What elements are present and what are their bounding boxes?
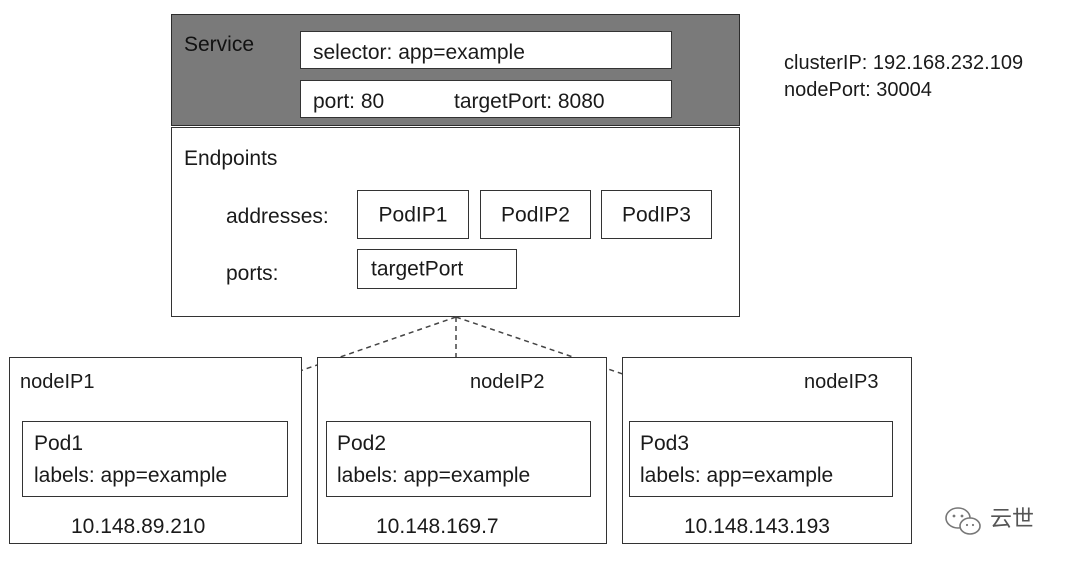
cluster-ip: clusterIP: 192.168.232.109: [784, 52, 1024, 74]
node-ip-2: 10.148.169.7: [376, 515, 499, 538]
ports-label: ports:: [226, 262, 279, 285]
target-port-value: targetPort: [371, 257, 464, 281]
port-box: [300, 80, 672, 118]
node-label-1: nodeIP1: [20, 371, 95, 393]
target-port-box: targetPort: [357, 249, 517, 289]
wechat-icon: [945, 507, 981, 535]
podip1-box: PodIP1: [357, 190, 469, 239]
selector-box: [300, 31, 672, 69]
node-label-2: nodeIP2: [470, 371, 545, 393]
addresses-label: addresses:: [226, 205, 329, 228]
podip2-text: PodIP2: [501, 203, 570, 226]
pod-name-1: Pod1: [34, 432, 84, 455]
podip2-box: PodIP2: [480, 190, 591, 239]
pod-labels-3: labels: app=example: [640, 464, 834, 487]
watermark-text: 云世: [990, 506, 1035, 531]
pod-box-1: [22, 421, 288, 497]
pod-name-2: Pod2: [337, 432, 387, 455]
target-port-text: targetPort: 8080: [454, 90, 605, 113]
selector-text: selector: app=example: [313, 41, 525, 64]
pod-name-3: Pod3: [640, 432, 690, 455]
pod-box-3: [629, 421, 893, 497]
pod-box-2: [326, 421, 591, 497]
pod-labels-1: labels: app=example: [34, 464, 228, 487]
podip3-box: PodIP3: [601, 190, 712, 239]
podip1-text: PodIP1: [378, 203, 448, 226]
pod-labels-2: labels: app=example: [337, 464, 531, 487]
node-ip-3: 10.148.143.193: [684, 515, 830, 538]
node-label-3: nodeIP3: [804, 371, 879, 393]
port-text: port: 80: [313, 90, 385, 113]
endpoints-title: Endpoints: [184, 147, 278, 170]
podip3-text: PodIP3: [622, 203, 691, 226]
node-port: nodePort: 30004: [784, 79, 932, 101]
service-title: Service: [184, 33, 255, 56]
node-ip-1: 10.148.89.210: [71, 515, 206, 538]
